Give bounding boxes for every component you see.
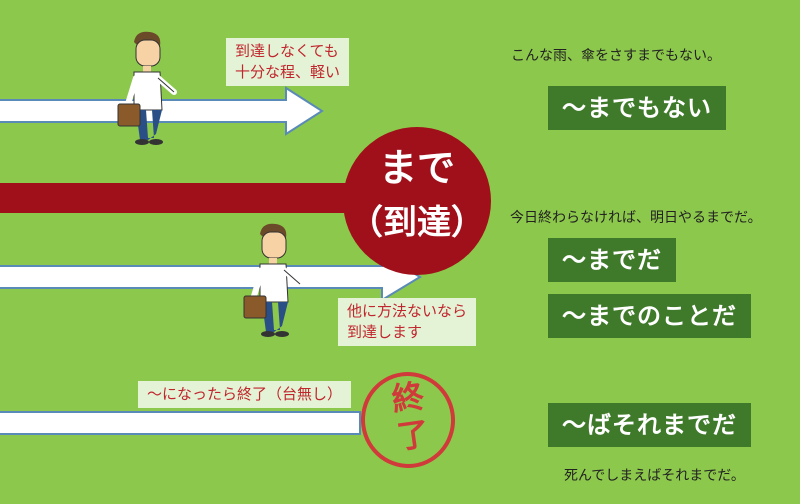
label-madeda: ～までだ (548, 238, 676, 282)
example-madetomonai: こんな雨、傘をさすまでもない。 (511, 48, 721, 64)
middle-note-line-2: 到達します (347, 323, 423, 341)
end-stamp: 終了 (354, 365, 462, 475)
bottom-note-text: ～になったら終了（台無し） (147, 385, 343, 403)
top-note-line-1: 到達しなくても (235, 42, 339, 60)
middle-note-line-1: 他に方法ないなら (347, 302, 468, 320)
circle-main-text: まで (378, 146, 455, 190)
middle-note: 他に方法ないなら 到達します (338, 298, 477, 346)
center-circle: まで （到達） (343, 127, 491, 275)
label-basoremadeda: ～ばそれまでだ (548, 403, 751, 447)
middle-arrow (0, 252, 422, 302)
circle-sub-text: （到達） (349, 203, 485, 243)
example-basoremadeda: 死んでしまえばそれまでだ。 (564, 468, 745, 484)
label-madenokotoda: ～までのことだ (548, 294, 751, 338)
stamp-text: 終了 (389, 376, 432, 457)
walking-man-figure (243, 223, 303, 337)
red-bar (0, 183, 380, 213)
top-note: 到達しなくても 十分な程、軽い (226, 38, 350, 86)
label-madetomonai: ～までもない (548, 86, 726, 130)
top-note-line-2: 十分な程、軽い (235, 63, 341, 81)
walking-man-figure (117, 31, 177, 145)
bottom-note: ～になったら終了（台無し） (138, 381, 352, 408)
bottom-bar (0, 411, 361, 435)
example-madeda: 今日終わらなければ、明日やるまでだ。 (510, 210, 762, 226)
